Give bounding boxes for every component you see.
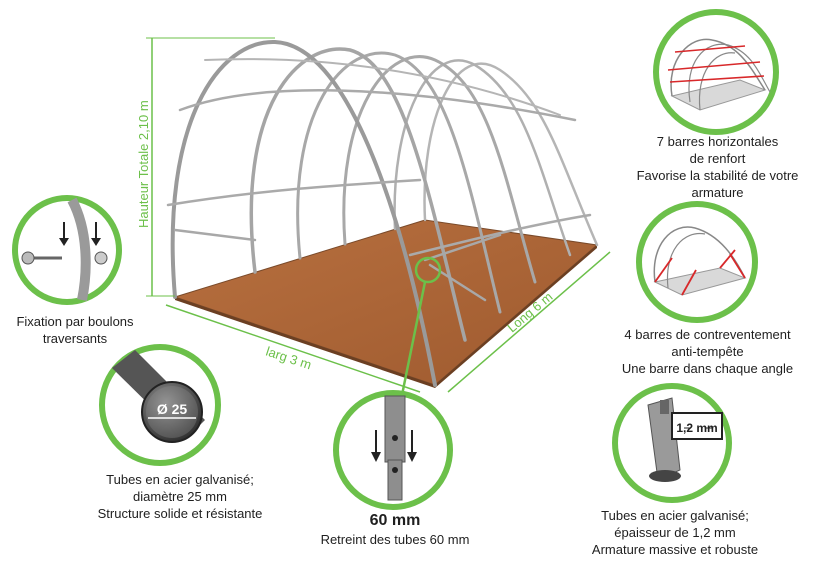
detail-pointer [400,256,442,396]
tube-section-icon [141,381,203,443]
caption-line: Armature massive et robuste [591,542,759,557]
bars-callout [653,9,779,135]
caption-line: Fixation par boulons [16,314,134,329]
caption-line: Favorise la stabilité de votre [636,168,799,183]
thickness-callout: 1,2 mm [612,383,732,503]
shrink-headline: 60 mm [369,512,421,529]
caption-line: 4 barres de contreventement [624,327,791,342]
thickness-caption: Tubes en acier galvanisé; épaisseur de 1… [570,507,780,558]
caption-line: traversants [42,331,108,346]
length-dimension [447,251,611,393]
caption-line: anti-tempête [671,344,744,359]
height-label: Hauteur Totale 2,10 m [136,100,151,228]
bolts-callout [12,195,122,305]
caption-line: Structure solide et résistante [97,506,263,521]
greenhouse-frame [166,39,599,387]
caption-line: armature [691,185,744,200]
caption-line: diamètre 25 mm [133,489,227,504]
caption-line: épaisseur de 1,2 mm [614,525,736,540]
shrink-callout [333,390,453,510]
bolts-caption: Fixation par boulons traversants [0,313,150,347]
width-label: larg 3 m [264,344,313,373]
tube-diameter-badge: Ø 25 [157,401,188,417]
width-dimension [165,304,421,393]
thickness-badge: 1,2 mm [676,421,717,435]
caption-line: Tubes en acier galvanisé; [601,508,749,523]
bracing-callout [636,201,758,323]
floor-front-edge [175,297,435,388]
caption-line: Tubes en acier galvanisé; [106,472,254,487]
shrink-caption: 60 mm Retreint des tubes 60 mm [300,512,490,548]
caption-line: Retreint des tubes 60 mm [320,532,470,547]
bars-caption: 7 barres horizontales de renfort Favoris… [620,133,815,201]
caption-line: 7 barres horizontales [656,134,779,149]
bracing-caption: 4 barres de contreventement anti-tempête… [600,326,815,377]
tube-diameter-callout: Ø 25 [99,344,221,466]
caption-line: de renfort [689,151,746,166]
tube-diameter-caption: Tubes en acier galvanisé; diamètre 25 mm… [80,471,280,522]
floor-side-edge [435,245,597,388]
caption-line: Une barre dans chaque angle [621,361,794,376]
height-dimension [146,37,275,297]
